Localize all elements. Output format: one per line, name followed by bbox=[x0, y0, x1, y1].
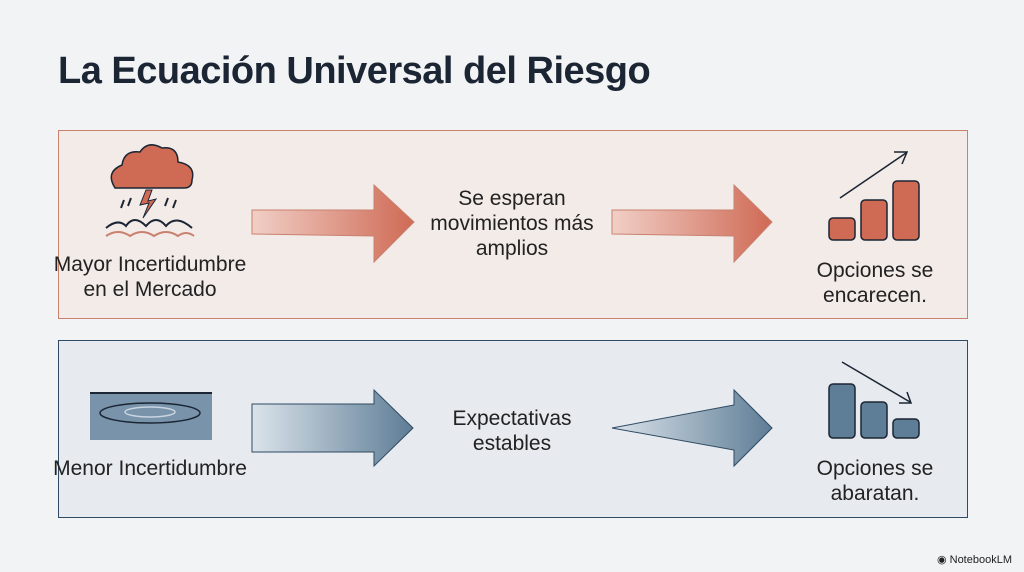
brand-watermark: ◉NotebookLM bbox=[937, 553, 1012, 567]
cause-label: Menor Incertidumbre bbox=[53, 457, 247, 480]
cause-label: Mayor Incertidumbre en el Mercado bbox=[53, 253, 247, 301]
arrow-right-icon bbox=[611, 388, 773, 468]
falling-coins-icon bbox=[828, 361, 920, 439]
arrow-right-icon bbox=[251, 183, 415, 264]
rising-coins-icon bbox=[828, 151, 920, 241]
page-title: La Ecuación Universal del Riesgo bbox=[58, 50, 651, 92]
arrow-right-icon bbox=[251, 388, 414, 468]
notebooklm-logo-icon: ◉ bbox=[937, 554, 947, 566]
storm-cloud-icon bbox=[105, 144, 195, 238]
effect-label: Se esperan movimientos más amplios bbox=[430, 187, 594, 260]
calm-water-icon bbox=[90, 392, 212, 440]
result-label: Opciones se abaratan. bbox=[816, 457, 934, 505]
effect-label: Expectativas estables bbox=[452, 407, 572, 455]
brand-label: NotebookLM bbox=[949, 553, 1012, 566]
result-label: Opciones se encarecen. bbox=[816, 259, 934, 307]
high-uncertainty-panel bbox=[58, 130, 968, 319]
arrow-right-icon bbox=[611, 183, 773, 264]
